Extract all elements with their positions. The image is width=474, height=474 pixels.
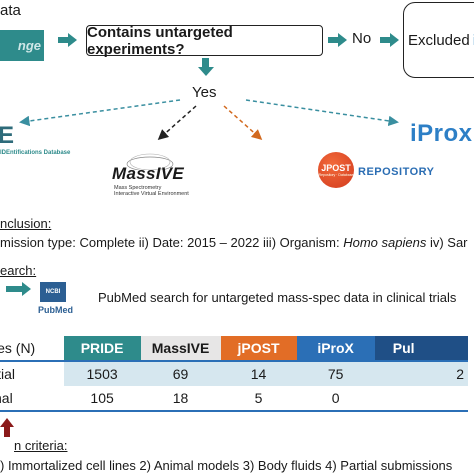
col-header-massive: MassIVE (140, 336, 221, 361)
row-label: nal (0, 386, 64, 412)
excluded-logo-fragment: i (473, 32, 474, 49)
table-cell: 2 (374, 360, 468, 386)
excluded-arrow-shaft (380, 37, 390, 43)
jpost-logo: JPOST Repository · Database (318, 152, 354, 188)
table-cell: 18 (140, 386, 221, 412)
ncbi-text: NCBI (45, 289, 61, 295)
decision-question: Contains untargeted experiments? (87, 23, 233, 58)
col-header-iprox: iProX (296, 336, 375, 361)
branch-arrow-jpost (223, 105, 263, 140)
search-arrow-shaft (6, 286, 22, 292)
pubmed-logo: PubMed (38, 305, 73, 315)
table-cell: 69 (140, 360, 221, 386)
source-repository-logo: nge (0, 30, 44, 61)
table-cell: 1503 (63, 360, 141, 386)
pride-tagline: IDEntifications Database (0, 150, 71, 156)
yes-arrow-head (198, 67, 214, 76)
iprox-logo: iProx (410, 120, 473, 147)
branch-arrow-iprox (245, 99, 399, 127)
massive-subtitle-2: Interactive Virtual Environment (114, 191, 189, 197)
search-description: PubMed search for untargeted mass-spec d… (98, 290, 457, 305)
table-cell: 0 (296, 386, 375, 412)
table-row: itial 1503 69 14 75 2 (0, 360, 468, 386)
table-cell (374, 386, 468, 412)
no-arrow-head (338, 33, 347, 47)
flow-arrow-shaft (58, 37, 68, 43)
pride-logo-fragment: E (0, 122, 15, 149)
massive-subtitle-1: Mass Spectrometry (114, 185, 162, 191)
branch-arrow-pride (19, 99, 181, 127)
table-cell: 75 (296, 360, 375, 386)
table-cell: 5 (220, 386, 297, 412)
inclusion-criteria-suffix: iv) Sar (426, 235, 468, 250)
yes-arrow-shaft (202, 58, 209, 67)
flow-arrow-head (68, 33, 77, 47)
no-arrow-shaft (328, 37, 338, 43)
col-header-jpost: jPOST (220, 336, 297, 361)
table-header-label: ies (N) (0, 340, 36, 356)
row-label: itial (0, 360, 64, 386)
ncbi-logo: NCBI (40, 282, 66, 302)
massive-name: MassIVE (112, 164, 185, 183)
data-label: ata (0, 2, 21, 19)
table-header-row: ies (N) PRIDE MassIVE jPOST iProX Pul (0, 336, 468, 361)
exclusion-arrow-shaft (4, 427, 10, 437)
exclusion-arrow-head (0, 418, 14, 427)
excluded-box: Excluded i (403, 2, 474, 78)
decision-box: Contains untargeted experiments? (86, 23, 323, 58)
exclusion-heading: n criteria: (14, 438, 68, 453)
excluded-label: Excluded (408, 31, 470, 49)
col-header-pride: PRIDE (63, 336, 141, 361)
yes-label: Yes (192, 84, 217, 101)
inclusion-organism: Homo sapiens (343, 235, 427, 250)
inclusion-criteria: mission type: Complete ii) Date: 2015 – … (0, 235, 468, 250)
search-heading: earch: (0, 263, 37, 278)
col-header-pubmed: Pul (374, 336, 468, 361)
jpost-repository-label: REPOSITORY (358, 166, 435, 178)
search-arrow-head (22, 282, 31, 296)
inclusion-heading: nclusion: (0, 216, 52, 231)
excluded-arrow-head (390, 33, 399, 47)
inclusion-criteria-prefix: mission type: Complete ii) Date: 2015 – … (0, 235, 344, 250)
jpost-mark: JPOST (321, 163, 351, 173)
jpost-small-text: Repository · Database (318, 173, 354, 177)
table-row: nal 105 18 5 0 (0, 386, 468, 412)
branch-arrow-massive (157, 105, 197, 140)
results-table: ies (N) PRIDE MassIVE jPOST iProX Pul it… (0, 336, 468, 412)
table-cell: 14 (220, 360, 297, 386)
table-cell: 105 (63, 386, 141, 412)
no-label: No (352, 30, 372, 47)
source-logo-text: nge (17, 38, 41, 53)
exclusion-criteria: ) Immortalized cell lines 2) Animal mode… (0, 458, 453, 473)
